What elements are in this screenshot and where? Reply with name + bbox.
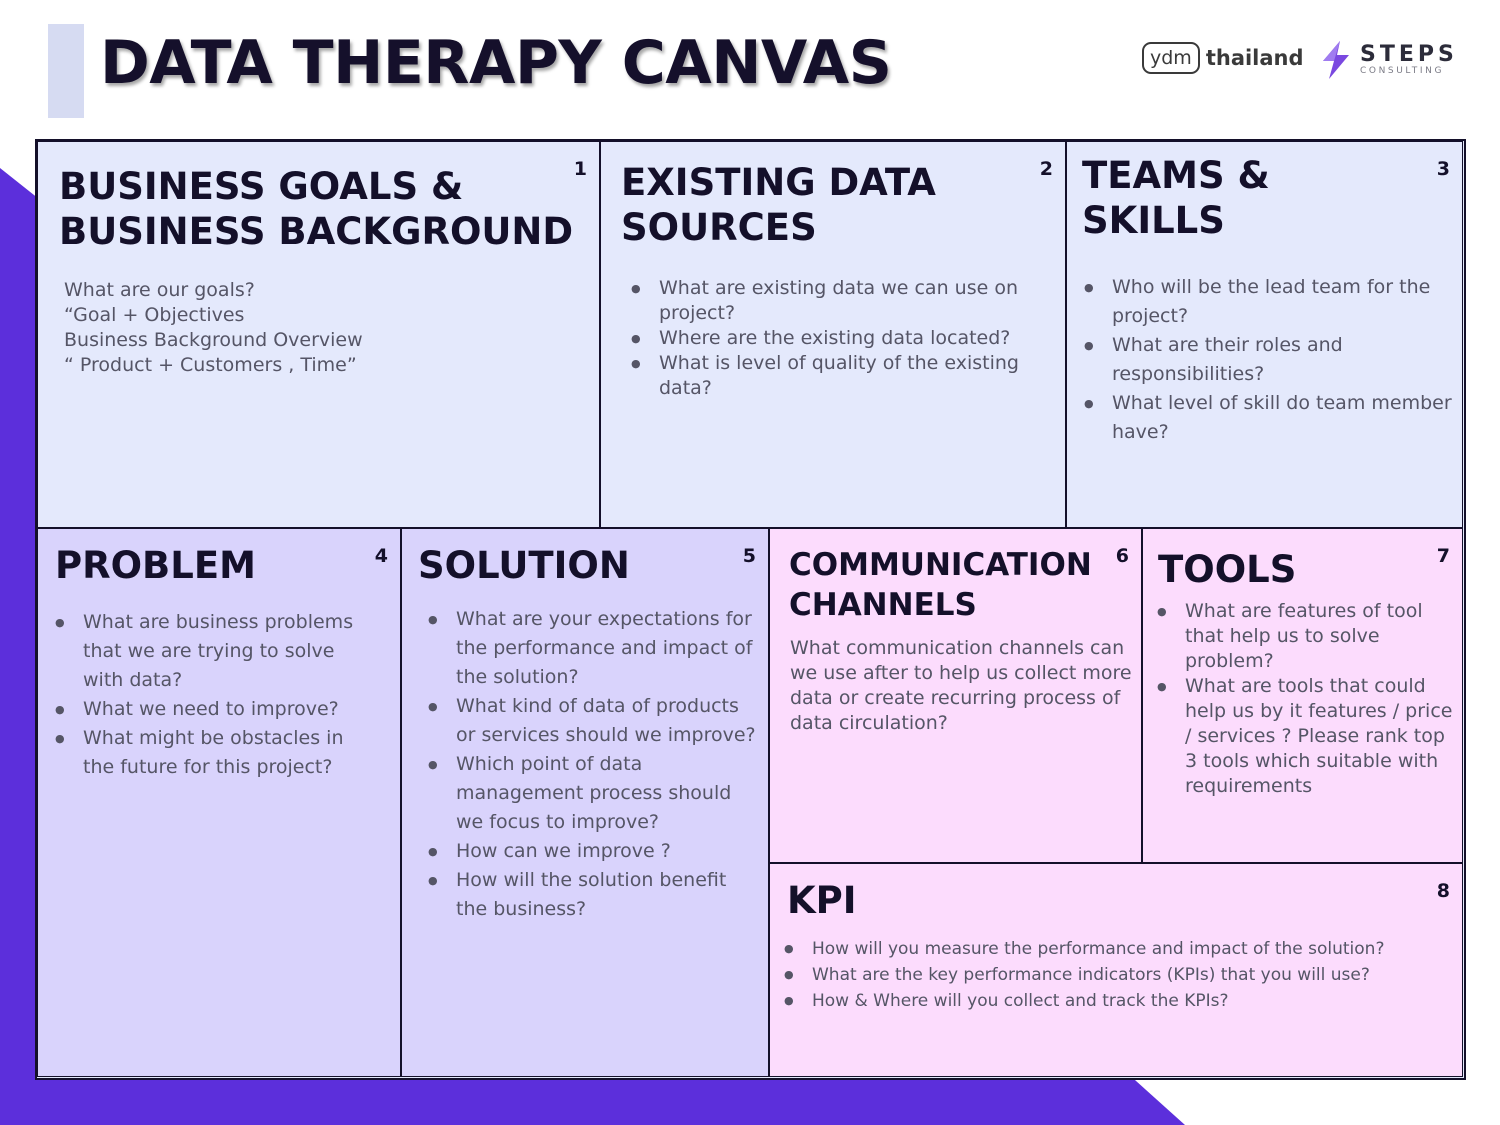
cell-number: 2: [1039, 158, 1053, 180]
cell-communication-channels: 6 COMMUNICATION CHANNELS What communicat…: [769, 528, 1142, 863]
cell-title-line: TOOLS: [1158, 548, 1297, 591]
cell-title: TOOLS: [1158, 547, 1296, 592]
ydm-logo-text: thailand: [1205, 46, 1304, 70]
title-accent-bar: [48, 24, 84, 118]
list-item: Where are the existing data located?: [631, 326, 1051, 351]
cell-title-line: SKILLS: [1082, 199, 1225, 243]
ydm-thailand-logo: ydm thailand: [1142, 42, 1304, 74]
cell-title: KPI: [787, 878, 857, 923]
list-item: What are your expectations for the perfo…: [428, 605, 758, 692]
cell-title-line: SOURCES: [621, 206, 817, 250]
page-title: DATA THERAPY CANVAS: [100, 28, 892, 98]
cell-title-line: KPI: [787, 879, 857, 922]
body-line: What are our goals?: [64, 279, 255, 301]
cell-title-line: BUSINESS GOALS &: [59, 165, 464, 208]
body-line: “ Product + Customers , Time”: [64, 354, 357, 376]
cell-title: EXISTING DATA SOURCES: [621, 160, 936, 250]
cell-bullet-list: Who will be the lead team for the projec…: [1084, 273, 1454, 447]
cell-title-line: COMMUNICATION: [789, 547, 1092, 583]
cell-bullet-list: How will you measure the performance and…: [784, 936, 1454, 1014]
list-item: How & Where will you collect and track t…: [784, 988, 1454, 1014]
cell-number: 1: [573, 158, 587, 180]
cell-number: 5: [742, 545, 756, 567]
cell-body: What are our goals? “Goal + Objectives B…: [64, 278, 363, 378]
ydm-logo-box: ydm: [1142, 42, 1200, 74]
cell-bullet-list: What are existing data we can use on pro…: [631, 276, 1051, 401]
cell-title: COMMUNICATION CHANNELS: [789, 545, 1092, 625]
steps-logo-name: STEPS: [1360, 42, 1458, 68]
cell-title-line: SOLUTION: [418, 544, 630, 587]
cell-existing-data-sources: 2 EXISTING DATA SOURCES What are existin…: [600, 141, 1066, 528]
list-item: What are business problems that we are t…: [55, 608, 375, 695]
cell-number: 6: [1115, 545, 1129, 567]
cell-number: 4: [374, 545, 388, 567]
cell-title-line: BUSINESS BACKGROUND: [59, 210, 574, 254]
canvas-grid: 1 BUSINESS GOALS & BUSINESS BACKGROUND W…: [35, 139, 1466, 1080]
cell-number: 3: [1436, 158, 1450, 180]
cell-bullet-list: What are features of tool that help us t…: [1157, 599, 1457, 799]
list-item: What we need to improve?: [55, 695, 375, 724]
steps-logo-subtitle: CONSULTING: [1360, 66, 1445, 77]
cell-number: 8: [1436, 880, 1450, 902]
cell-title: BUSINESS GOALS & BUSINESS BACKGROUND: [59, 164, 573, 254]
steps-consulting-logo: STEPS CONSULTING: [1320, 40, 1458, 80]
cell-teams-skills: 3 TEAMS & SKILLS Who will be the lead te…: [1066, 141, 1463, 528]
list-item: What are their roles and responsibilitie…: [1084, 331, 1454, 389]
list-item: What is level of quality of the existing…: [631, 351, 1051, 401]
list-item: What level of skill do team member have?: [1084, 389, 1454, 447]
cell-problem: 4 PROBLEM What are business problems tha…: [37, 528, 401, 1077]
list-item: What kind of data of products or service…: [428, 692, 758, 750]
cell-title-line: PROBLEM: [55, 544, 256, 587]
cell-title-line: TEAMS &: [1082, 154, 1270, 197]
cell-title-line: EXISTING DATA: [621, 161, 936, 204]
list-item: What are the key performance indicators …: [784, 962, 1454, 988]
list-item: What are features of tool that help us t…: [1157, 599, 1457, 674]
list-item: Who will be the lead team for the projec…: [1084, 273, 1454, 331]
list-item: What are tools that could help us by it …: [1157, 674, 1457, 799]
cell-solution: 5 SOLUTION What are your expectations fo…: [401, 528, 769, 1077]
cell-bullet-list: What are business problems that we are t…: [55, 608, 375, 782]
lightning-bolt-icon: [1323, 41, 1349, 79]
cell-kpi: 8 KPI How will you measure the performan…: [769, 863, 1463, 1077]
list-item: How can we improve ?: [428, 837, 758, 866]
cell-body: What communication channels can we use a…: [790, 637, 1132, 734]
list-item: How will you measure the performance and…: [784, 936, 1454, 962]
cell-tools: 7 TOOLS What are features of tool that h…: [1142, 528, 1463, 863]
cell-title-line: CHANNELS: [789, 587, 977, 623]
cell-business-goals: 1 BUSINESS GOALS & BUSINESS BACKGROUND W…: [37, 141, 600, 528]
cell-title: SOLUTION: [418, 543, 630, 588]
cell-number: 7: [1436, 545, 1450, 567]
body-line: “Goal + Objectives: [64, 304, 245, 326]
list-item: What might be obstacles in the future fo…: [55, 724, 375, 782]
cell-bullet-list: What are your expectations for the perfo…: [428, 605, 758, 924]
list-item: What are existing data we can use on pro…: [631, 276, 1051, 326]
list-item: How will the solution benefit the busine…: [428, 866, 758, 924]
body-line: Business Background Overview: [64, 329, 363, 351]
list-item: Which point of data management process s…: [428, 750, 758, 837]
cell-title: TEAMS & SKILLS: [1082, 153, 1270, 243]
cell-title: PROBLEM: [55, 543, 256, 588]
